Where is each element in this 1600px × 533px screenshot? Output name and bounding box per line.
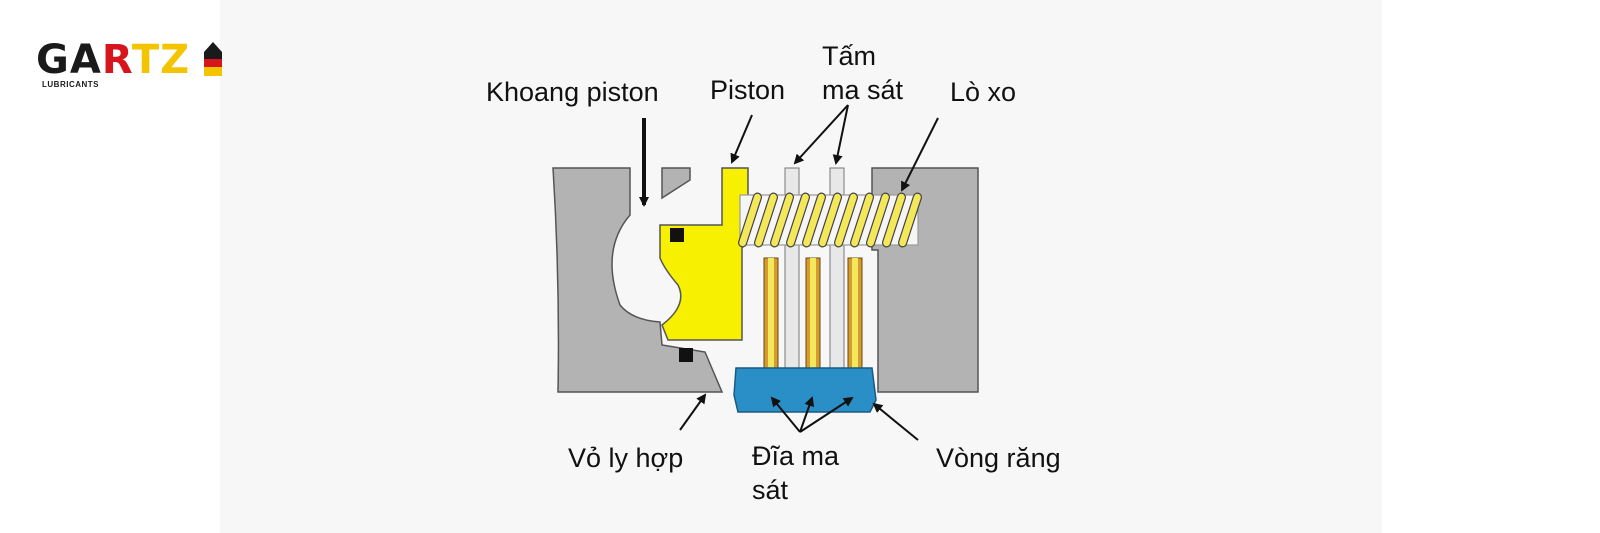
spring-coils [737, 192, 923, 248]
label-tam-ma-sat-line2: ma sát [822, 75, 904, 105]
clutch-housing-left [552, 167, 724, 393]
label-khoang-piston: Khoang piston [486, 77, 659, 107]
piston-seal-top [670, 228, 684, 242]
label-vo-ly-hop: Vỏ ly hợp [568, 443, 684, 473]
arrow-tam-ma-sat-2 [832, 104, 849, 165]
arrow-dia-ma-sat-3 [799, 396, 854, 433]
logo-letter-r: R [101, 37, 132, 83]
arrow-vo-ly-hop [679, 393, 707, 431]
housing-notch [661, 167, 691, 200]
logo-letter-t: T [131, 37, 161, 83]
label-dia-ma-sat-line1: Đĩa ma [752, 441, 840, 471]
ring-gear [733, 367, 877, 413]
logo-letter-g: G [36, 37, 70, 83]
arrow-vong-rang [872, 402, 919, 441]
german-flag-arrow-icon [204, 42, 222, 76]
piston-seal-bottom [679, 348, 693, 362]
logo-letter-a: A [69, 37, 102, 83]
label-piston: Piston [710, 75, 786, 105]
friction-disc-cores [768, 258, 858, 394]
logo-letter-z: Z [160, 37, 191, 83]
arrow-lo-xo [901, 117, 939, 192]
background-panel [220, 0, 1382, 533]
arrow-piston [730, 114, 753, 164]
arrow-dia-ma-sat-2 [799, 396, 815, 433]
logo-tagline: LUBRICANTS [42, 80, 99, 89]
label-tam-ma-sat-line1: Tấm [822, 41, 876, 71]
label-vong-rang: Vòng răng [936, 443, 1061, 473]
arrow-tam-ma-sat-1 [793, 104, 849, 165]
gartz-logo: GARTZ LUBRICANTS [36, 38, 236, 98]
label-lo-xo: Lò xo [950, 77, 1017, 107]
piston [659, 167, 749, 341]
arrow-dia-ma-sat-1 [770, 396, 801, 433]
label-dia-ma-sat-line2: sát [752, 475, 789, 505]
logo-wordmark: GARTZ [36, 38, 190, 82]
